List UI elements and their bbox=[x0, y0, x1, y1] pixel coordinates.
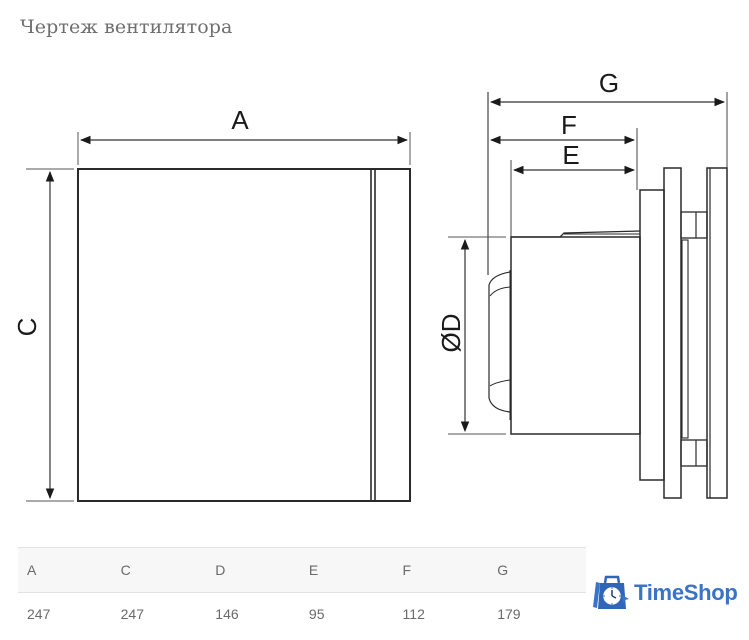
table-header-row: A C D E F G bbox=[18, 547, 586, 593]
column-header-c: C bbox=[111, 547, 207, 593]
dimension-label-e: E bbox=[562, 140, 579, 170]
column-header-d: D bbox=[206, 547, 300, 593]
table-row: 247 247 146 95 112 179 bbox=[18, 593, 586, 636]
value-g: 179 bbox=[497, 606, 521, 622]
brand-name: TimeShop bbox=[634, 580, 738, 605]
timeshop-logo: TimeShop bbox=[592, 573, 738, 613]
value-f: 112 bbox=[402, 606, 425, 622]
page-title: Чертеж вентилятора bbox=[20, 16, 233, 38]
value-d: 146 bbox=[215, 606, 239, 622]
dimension-label-a: A bbox=[231, 105, 249, 135]
column-header-e: E bbox=[299, 547, 394, 593]
dimension-label-f: F bbox=[561, 110, 577, 140]
value-e: 95 bbox=[308, 606, 325, 622]
value-c: 247 bbox=[120, 606, 144, 622]
dimension-label-c: C bbox=[12, 318, 42, 337]
side-view bbox=[448, 92, 728, 499]
front-view bbox=[26, 132, 411, 502]
clock-bag-icon bbox=[593, 575, 629, 609]
dimensions-table: A C D E F G 247 247 146 95 112 179 bbox=[18, 547, 586, 635]
dimension-label-diameter-d: ØD bbox=[436, 314, 466, 353]
dimension-label-g: G bbox=[599, 68, 619, 98]
value-a: 247 bbox=[27, 606, 51, 622]
column-header-a: A bbox=[18, 547, 112, 593]
fan-technical-drawing: A C bbox=[12, 68, 728, 502]
column-header-f: F bbox=[393, 547, 489, 593]
column-header-g: G bbox=[488, 547, 586, 593]
